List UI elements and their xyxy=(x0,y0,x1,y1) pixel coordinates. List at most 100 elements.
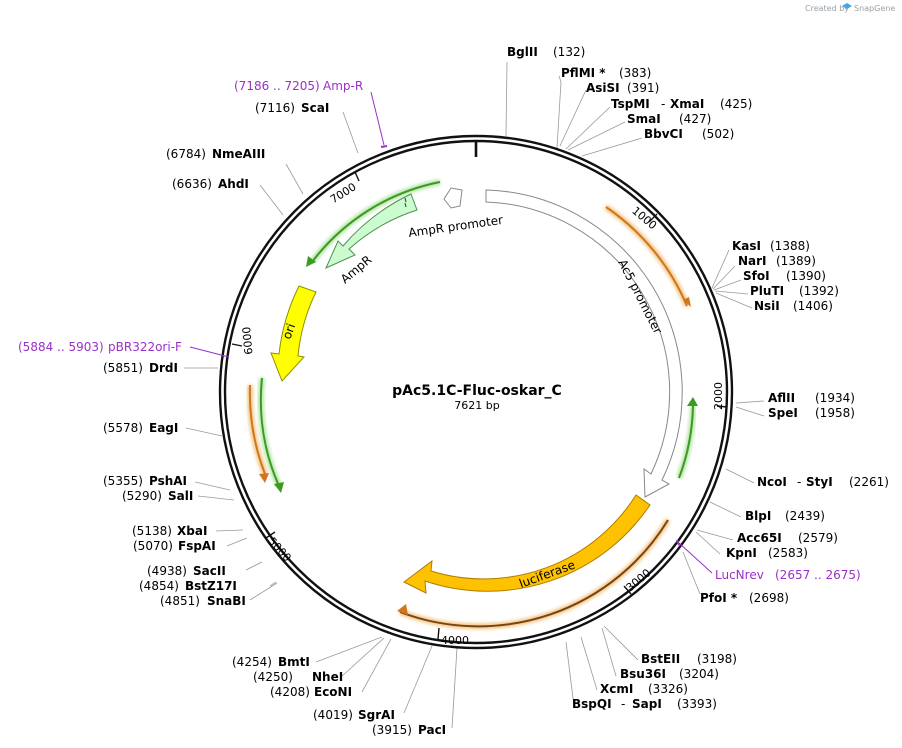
site-econi-pos: (4208) xyxy=(270,685,310,699)
luciferase-feature[interactable] xyxy=(403,494,651,594)
site-pfoi-name[interactable]: PfoI * xyxy=(700,591,738,605)
site-paci-name[interactable]: PacI xyxy=(418,723,446,737)
site-spei-pos: (1958) xyxy=(815,406,855,420)
site-scai-name[interactable]: ScaI xyxy=(301,101,329,115)
site-aflii-name[interactable]: AflII xyxy=(768,391,795,405)
site-drdi-pos: (5851) xyxy=(103,361,143,375)
site-smai-name[interactable]: SmaI xyxy=(627,112,661,126)
tick-marks xyxy=(231,171,728,640)
plasmid-title: pAc5.1C-Fluc-oskar_C xyxy=(392,383,562,399)
site-xcmi-pos: (3326) xyxy=(648,682,688,696)
site-bmti-name[interactable]: BmtI xyxy=(278,655,310,669)
primer-amp-r[interactable] xyxy=(370,91,388,148)
site-blpi-pos: (2439) xyxy=(785,509,825,523)
site-fspai-pos: (5070) xyxy=(133,539,173,553)
site-econi-name[interactable]: EcoNI xyxy=(314,685,352,699)
site-drdi-name[interactable]: DrdI xyxy=(149,361,178,375)
site-eagi-name[interactable]: EagI xyxy=(149,421,178,435)
site-bstz17i-name[interactable]: BstZ17I xyxy=(185,579,237,593)
site-leaders xyxy=(184,61,765,729)
site-kasi-name[interactable]: KasI xyxy=(732,239,761,253)
ori-feature[interactable] xyxy=(270,285,317,382)
site-sali-name[interactable]: SalI xyxy=(168,489,193,503)
site-tspmi-sep: - xyxy=(661,97,665,111)
site-ncoi-pos: (2261) xyxy=(849,475,889,489)
primer-lucnrev[interactable] xyxy=(676,539,713,574)
site-ahdi-pos: (6636) xyxy=(172,177,212,191)
site-pshai-name[interactable]: PshAI xyxy=(149,474,187,488)
tick-label-7000: 7000 xyxy=(328,180,359,206)
tick-label-2000: 2000 xyxy=(712,382,725,410)
site-nhei-name[interactable]: NheI xyxy=(312,670,343,684)
site-xbai-pos: (5138) xyxy=(132,524,172,538)
site-bspqi-pos: (3393) xyxy=(677,697,717,711)
site-bsu36i-pos: (3204) xyxy=(679,667,719,681)
primer-pbr322ori-f-range: (5884 .. 5903) xyxy=(18,340,104,354)
site-snabi-pos: (4851) xyxy=(160,594,200,608)
site-nsii-pos: (1406) xyxy=(793,299,833,313)
site-asisi-pos: (391) xyxy=(627,81,659,95)
site-bspqi-name[interactable]: BspQI xyxy=(572,697,612,711)
backbone-outer xyxy=(218,134,734,650)
site-sacii-name[interactable]: SacII xyxy=(193,564,226,578)
primer-pbr322ori-f[interactable] xyxy=(189,346,230,358)
site-kpni-pos: (2583) xyxy=(768,546,808,560)
site-xbai-name[interactable]: XbaI xyxy=(177,524,207,538)
site-bsteii-name[interactable]: BstEII xyxy=(641,652,680,666)
orf-arcs xyxy=(246,179,698,630)
site-tspmi-name[interactable]: TspMI xyxy=(611,97,650,111)
primer-lucnrev-name: LucNrev xyxy=(715,568,764,582)
site-sacii-pos: (4938) xyxy=(147,564,187,578)
site-bstz17i-pos: (4854) xyxy=(139,579,179,593)
site-blpi-name[interactable]: BlpI xyxy=(745,509,771,523)
site-nari-name[interactable]: NarI xyxy=(738,254,767,268)
site-pflmi-name[interactable]: PflMI * xyxy=(561,66,606,80)
site-bbvci-name[interactable]: BbvCI xyxy=(644,127,683,141)
primer-pbr322ori-f-name: pBR322ori-F xyxy=(108,340,182,354)
site-kpni-name[interactable]: KpnI xyxy=(726,546,757,560)
site-xcmi-name[interactable]: XcmI xyxy=(600,682,633,696)
site-bsteii-pos: (3198) xyxy=(697,652,737,666)
credit-brand: SnapGene xyxy=(854,4,895,13)
site-acc65i-pos: (2579) xyxy=(798,531,838,545)
site-bglii-name[interactable]: BglII xyxy=(507,45,538,59)
site-xmai-name[interactable]: XmaI xyxy=(670,97,704,111)
site-nmeaiii-name[interactable]: NmeAIII xyxy=(212,147,265,161)
site-snabi-name[interactable]: SnaBI xyxy=(207,594,246,608)
ampr-feature[interactable] xyxy=(325,193,418,269)
site-sfoi-name[interactable]: SfoI xyxy=(743,269,770,283)
site-bbvci-pos: (502) xyxy=(702,127,734,141)
site-pluti-pos: (1392) xyxy=(799,284,839,298)
ac5-promoter-feature[interactable] xyxy=(485,189,683,498)
site-aflii-pos: (1934) xyxy=(815,391,855,405)
site-acc65i-name[interactable]: Acc65I xyxy=(737,531,782,545)
plasmid-size: 7621 bp xyxy=(454,399,499,412)
site-bmti-pos: (4254) xyxy=(232,655,272,669)
site-ahdi-name[interactable]: AhdI xyxy=(218,177,249,191)
site-spei-name[interactable]: SpeI xyxy=(768,406,798,420)
primer-amp-r-name: Amp-R xyxy=(323,79,363,93)
tick-label-4000: 4000 xyxy=(441,634,469,647)
credit-prefix: Created by xyxy=(805,4,849,13)
site-ncoi-name[interactable]: NcoI xyxy=(757,475,787,489)
site-sgrai-name[interactable]: SgrAI xyxy=(358,708,395,722)
site-bspqi-sep: - xyxy=(621,697,625,711)
site-smai-pos: (427) xyxy=(679,112,711,126)
restriction-sites: BglII (132) PflMI * (383) AsiSI (391) Ts… xyxy=(103,45,889,737)
site-bsu36i-name[interactable]: Bsu36I xyxy=(620,667,666,681)
site-nhei-pos: (4250) xyxy=(253,670,293,684)
site-fspai-name[interactable]: FspAI xyxy=(178,539,216,553)
site-nsii-name[interactable]: NsiI xyxy=(754,299,780,313)
site-pluti-name[interactable]: PluTI xyxy=(750,284,784,298)
site-asisi-name[interactable]: AsiSI xyxy=(586,81,620,95)
site-styi-name[interactable]: StyI xyxy=(806,475,833,489)
site-pfoi-pos: (2698) xyxy=(749,591,789,605)
site-paci-pos: (3915) xyxy=(372,723,412,737)
site-pshai-pos: (5355) xyxy=(103,474,143,488)
site-ncoi-sep: - xyxy=(797,475,801,489)
site-sfoi-pos: (1390) xyxy=(786,269,826,283)
ampr-promoter-feature[interactable] xyxy=(443,187,463,209)
site-eagi-pos: (5578) xyxy=(103,421,143,435)
site-sapi-name[interactable]: SapI xyxy=(632,697,662,711)
